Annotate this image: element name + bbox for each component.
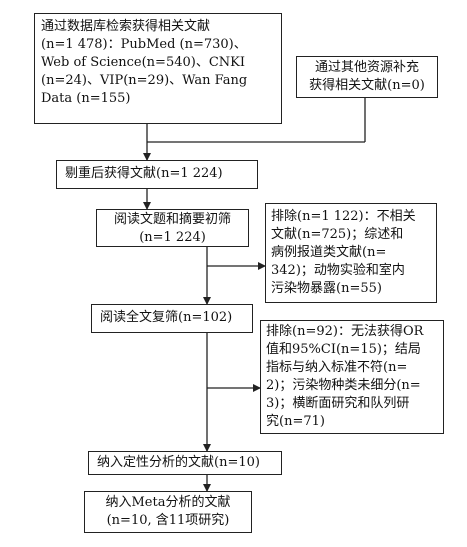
box-excluded-title-abstract: 排除(n=1 122)：不相关 文献(n=725)；综述和 病例报道类文献(n=… xyxy=(265,203,437,303)
other-sources-line-2: 获得相关文献(n=0) xyxy=(309,78,425,93)
box-meta-analysis: 纳入Meta分析的文献 (n=10, 含11项研究) xyxy=(84,491,252,533)
meta-line-1: 纳入Meta分析的文献 xyxy=(105,495,231,510)
excluded-1-line-3: 病例报道类文献(n= xyxy=(271,245,387,260)
box-database-search: 通过数据库检索获得相关文献 (n=1 478)：PubMed (n=730)、 … xyxy=(34,13,282,124)
box-fulltext-review: 阅读全文复筛(n=102) xyxy=(91,304,253,333)
excluded-2-line-2: 值和95%CI(n=15)；结局 xyxy=(266,342,421,357)
excluded-2-line-4: 2)；污染物种类未细分(n= xyxy=(266,378,421,393)
fulltext-line-1: 阅读全文复筛(n=102) xyxy=(100,310,233,325)
excluded-1-line-5: 污染物暴露(n=55) xyxy=(271,281,382,296)
excluded-2-line-1: 排除(n=92)：无法获得OR xyxy=(266,324,424,339)
excluded-2-line-6: 究(n=71) xyxy=(266,414,325,429)
screening-line-2-text: (n=1 224) xyxy=(139,230,206,245)
box-other-sources: 通过其他资源补充 获得相关文献(n=0) xyxy=(296,56,438,98)
database-line-3: Web of Science(n=540)、CNKI xyxy=(41,55,245,70)
box-screening: 阅读文题和摘要初筛 (n=1 224) xyxy=(96,209,249,247)
database-line-4: (n=24)、VIP(n=29)、Wan Fang xyxy=(41,73,248,88)
excluded-1-line-4: 342)；动物实验和室内 xyxy=(271,263,405,278)
excluded-2-line-5: 3)；横断面研究和队列研 xyxy=(266,396,410,411)
screening-line-1-text: 阅读文题和摘要初筛 xyxy=(113,212,231,227)
database-line-1: 通过数据库检索获得相关文献 xyxy=(41,19,211,34)
database-line-2: (n=1 478)：PubMed (n=730)、 xyxy=(41,37,247,52)
deduplicated-line-1: 剔重后获得文献(n=1 224) xyxy=(65,166,223,181)
qualitative-line-1: 纳入定性分析的文献(n=10) xyxy=(97,455,260,470)
other-sources-line-1: 通过其他资源补充 xyxy=(314,60,419,75)
excluded-1-line-1: 排除(n=1 122)：不相关 xyxy=(271,209,416,224)
meta-line-2: (n=10, 含11项研究) xyxy=(106,513,230,528)
box-excluded-fulltext: 排除(n=92)：无法获得OR 值和95%CI(n=15)；结局 指标与纳入标准… xyxy=(260,320,444,434)
database-line-5: Data (n=155) xyxy=(41,91,131,106)
box-qualitative-analysis: 纳入定性分析的文献(n=10) xyxy=(88,451,282,475)
excluded-2-line-3: 指标与纳入标准不符(n= xyxy=(266,360,408,375)
excluded-1-line-2: 文献(n=725)；综述和 xyxy=(271,227,404,242)
box-deduplicated: 剔重后获得文献(n=1 224) xyxy=(56,160,258,189)
